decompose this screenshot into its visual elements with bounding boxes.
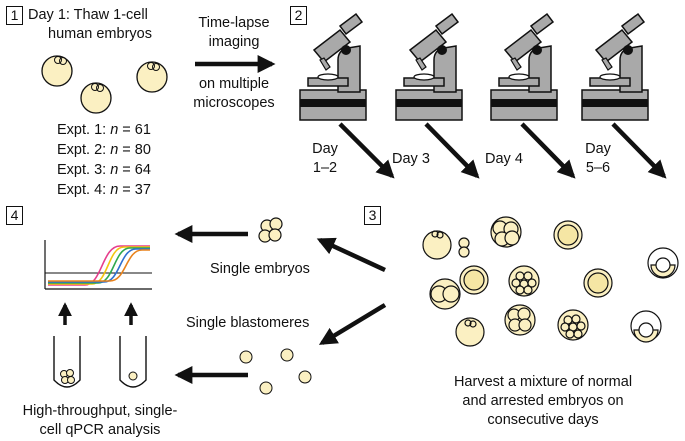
microscope-icon [490, 13, 558, 121]
qpcr-caption-2: cell qPCR analysis [39, 422, 161, 438]
single-blastomeres-label: Single blastomeres [186, 315, 310, 331]
step-1-subtitle: human embryos [48, 26, 152, 42]
day-arrow [611, 122, 667, 179]
single-blastomeres [239, 348, 312, 395]
experiment-row: Expt. 4: n = 37 [57, 182, 151, 198]
harvest-caption-1: Harvest a mixture of normal [453, 374, 633, 390]
microscope-icon [299, 13, 367, 121]
step-2-badge: 2 [290, 6, 307, 25]
imaging-label-2: imaging [208, 34, 260, 50]
step-1-title: Day 1: Thaw 1-cell [28, 7, 148, 23]
day-5-range: 5–6 [585, 160, 611, 176]
single-embryo [258, 217, 283, 243]
tube-embryo-cells [60, 369, 75, 384]
harvested-embryos [422, 216, 679, 347]
day-5-label: Day [585, 141, 611, 157]
step-4-badge: 4 [6, 206, 23, 225]
day-1-label: Day [312, 141, 338, 157]
experiment-row: Expt. 3: n = 64 [57, 162, 151, 178]
experiment-row: Expt. 1: n = 61 [57, 122, 151, 138]
day-arrow [338, 122, 395, 179]
imaging-label-1: Time-lapse [198, 15, 270, 31]
day-3-label: Day 3 [392, 151, 430, 167]
imaging-label-3: on multiple [198, 76, 270, 92]
tube-blastomere [119, 336, 147, 388]
single-embryos-label: Single embryos [210, 261, 310, 277]
day-4-label: Day 4 [485, 151, 523, 167]
imaging-label-4: microscopes [193, 95, 275, 111]
experiment-row: Expt. 2: n = 80 [57, 142, 151, 158]
microscope-icon [581, 13, 649, 121]
embryo-1cell [80, 82, 112, 114]
day-arrow [520, 122, 576, 179]
tube-blastomere-cell [128, 371, 138, 381]
day-1-range: 1–2 [312, 160, 338, 176]
step-1-badge: 1 [6, 6, 23, 25]
arrow-to-single-embryos [316, 237, 386, 273]
embryo-1cell [41, 55, 73, 87]
harvest-caption-3: consecutive days [487, 412, 599, 428]
step-3-badge: 3 [364, 206, 381, 225]
day-arrow [424, 122, 480, 179]
qpcr-plot [44, 240, 152, 290]
qpcr-caption-1: High-throughput, single- [22, 403, 178, 419]
harvest-caption-2: and arrested embryos on [462, 393, 624, 409]
embryo-1cell [136, 61, 168, 93]
arrow-to-blastomeres [318, 303, 387, 345]
microscope-icon [395, 13, 463, 121]
tube-embryo [53, 336, 81, 388]
